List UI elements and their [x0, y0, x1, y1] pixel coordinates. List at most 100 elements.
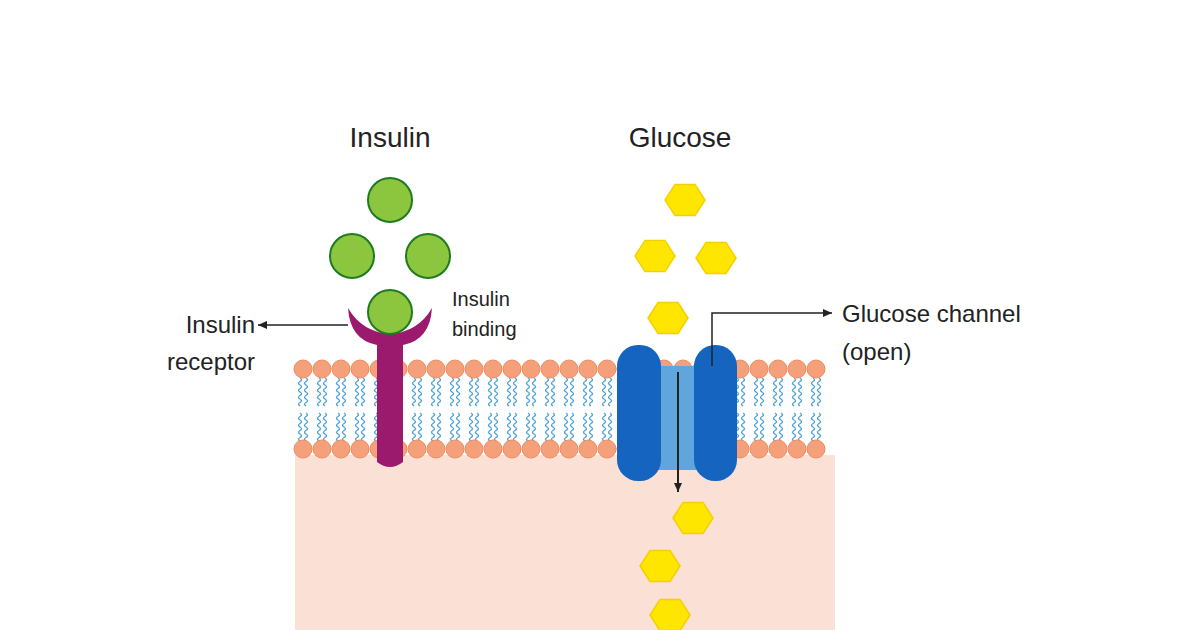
- lipid-tail: [343, 378, 346, 406]
- lipid-tail: [742, 413, 745, 441]
- lipid-tail: [438, 378, 441, 406]
- lipid-tail: [476, 413, 479, 441]
- lipid-head: [294, 360, 312, 378]
- lipid-tail: [774, 413, 777, 441]
- lipid-tail: [495, 413, 498, 441]
- glucose-molecule: [696, 242, 736, 273]
- lipid-tail: [755, 378, 758, 406]
- lipid-tail: [552, 413, 555, 441]
- lipid-tail: [495, 378, 498, 406]
- lipid-tail: [362, 413, 365, 441]
- lipid-tail: [761, 378, 764, 406]
- lipid-head: [560, 440, 578, 458]
- insulin-molecule: [368, 178, 412, 222]
- lipid-tail: [470, 413, 473, 441]
- lipid-head: [351, 440, 369, 458]
- lipid-tail: [514, 378, 517, 406]
- lipid-tail: [533, 413, 536, 441]
- lipid-tail: [780, 413, 783, 441]
- lipid-tail: [590, 413, 593, 441]
- part-label: Insulin receptor: [125, 306, 255, 380]
- lipid-head: [313, 440, 331, 458]
- lipid-head: [351, 360, 369, 378]
- lipid-head: [579, 440, 597, 458]
- lipid-tail: [451, 413, 454, 441]
- lipid-head: [579, 360, 597, 378]
- glucose-molecule: [673, 502, 713, 533]
- part-label: Insulin binding: [452, 284, 552, 344]
- lipid-head: [788, 440, 806, 458]
- molecule-title: Insulin: [320, 120, 460, 156]
- lipid-tail: [457, 378, 460, 406]
- lipid-head: [541, 440, 559, 458]
- lipid-head: [750, 440, 768, 458]
- lipid-head: [769, 360, 787, 378]
- lipid-head: [788, 360, 806, 378]
- lipid-head: [598, 440, 616, 458]
- lipid-tail: [343, 413, 346, 441]
- part-label: Glucose channel (open): [842, 295, 1057, 371]
- glucose-molecule: [640, 550, 680, 581]
- lipid-tail: [780, 378, 783, 406]
- lipid-tail: [812, 378, 815, 406]
- flow-arrow: [677, 372, 679, 492]
- lipid-tail: [470, 378, 473, 406]
- lipid-tail: [565, 378, 568, 406]
- lipid-head: [484, 360, 502, 378]
- lipid-tail: [337, 378, 340, 406]
- lipid-tail: [799, 378, 802, 406]
- lipid-tail: [584, 413, 587, 441]
- cytoplasm: [295, 455, 835, 630]
- lipid-head: [807, 360, 825, 378]
- lipid-tail: [508, 413, 511, 441]
- lipid-tail: [552, 378, 555, 406]
- insulin-molecule: [368, 290, 412, 334]
- lipid-tail: [546, 413, 549, 441]
- lipid-tail: [774, 378, 777, 406]
- lipid-head: [408, 360, 426, 378]
- lipid-tail: [571, 413, 574, 441]
- molecule-title: Glucose: [600, 120, 760, 156]
- insulin-molecule: [330, 234, 374, 278]
- lipid-tail: [742, 378, 745, 406]
- lipid-head: [503, 360, 521, 378]
- lipid-tail: [318, 378, 321, 406]
- lipid-head: [750, 360, 768, 378]
- lipid-tail: [527, 413, 530, 441]
- lipid-tail: [565, 413, 568, 441]
- glucose-molecule: [650, 599, 690, 630]
- leader-line: [712, 313, 832, 366]
- lipid-bilayer: [294, 360, 825, 458]
- lipid-head: [465, 360, 483, 378]
- lipid-tail: [533, 378, 536, 406]
- lipid-head: [598, 360, 616, 378]
- lipid-tail: [356, 413, 359, 441]
- lipid-tail: [584, 378, 587, 406]
- lipid-tail: [812, 413, 815, 441]
- lipid-tail: [324, 413, 327, 441]
- lipid-tail: [508, 378, 511, 406]
- lipid-head: [332, 360, 350, 378]
- lipid-tail: [818, 378, 821, 406]
- lipid-tail: [432, 378, 435, 406]
- lipid-head: [769, 440, 787, 458]
- channel-subunit: [617, 345, 661, 481]
- lipid-tail: [356, 378, 359, 406]
- glucose-molecule: [648, 302, 688, 333]
- lipid-head: [408, 440, 426, 458]
- lipid-head: [484, 440, 502, 458]
- molecules: [330, 178, 736, 630]
- lipid-tail: [609, 378, 612, 406]
- lipid-tail: [438, 413, 441, 441]
- lipid-tail: [476, 378, 479, 406]
- lipid-head: [541, 360, 559, 378]
- lipid-tail: [793, 413, 796, 441]
- lipid-tail: [432, 413, 435, 441]
- lipid-tail: [305, 378, 308, 406]
- lipid-tail: [305, 413, 308, 441]
- lipid-tail: [609, 413, 612, 441]
- lipid-tail: [546, 378, 549, 406]
- lipid-tail: [337, 413, 340, 441]
- glucose-molecule: [635, 240, 675, 271]
- lipid-tail: [413, 378, 416, 406]
